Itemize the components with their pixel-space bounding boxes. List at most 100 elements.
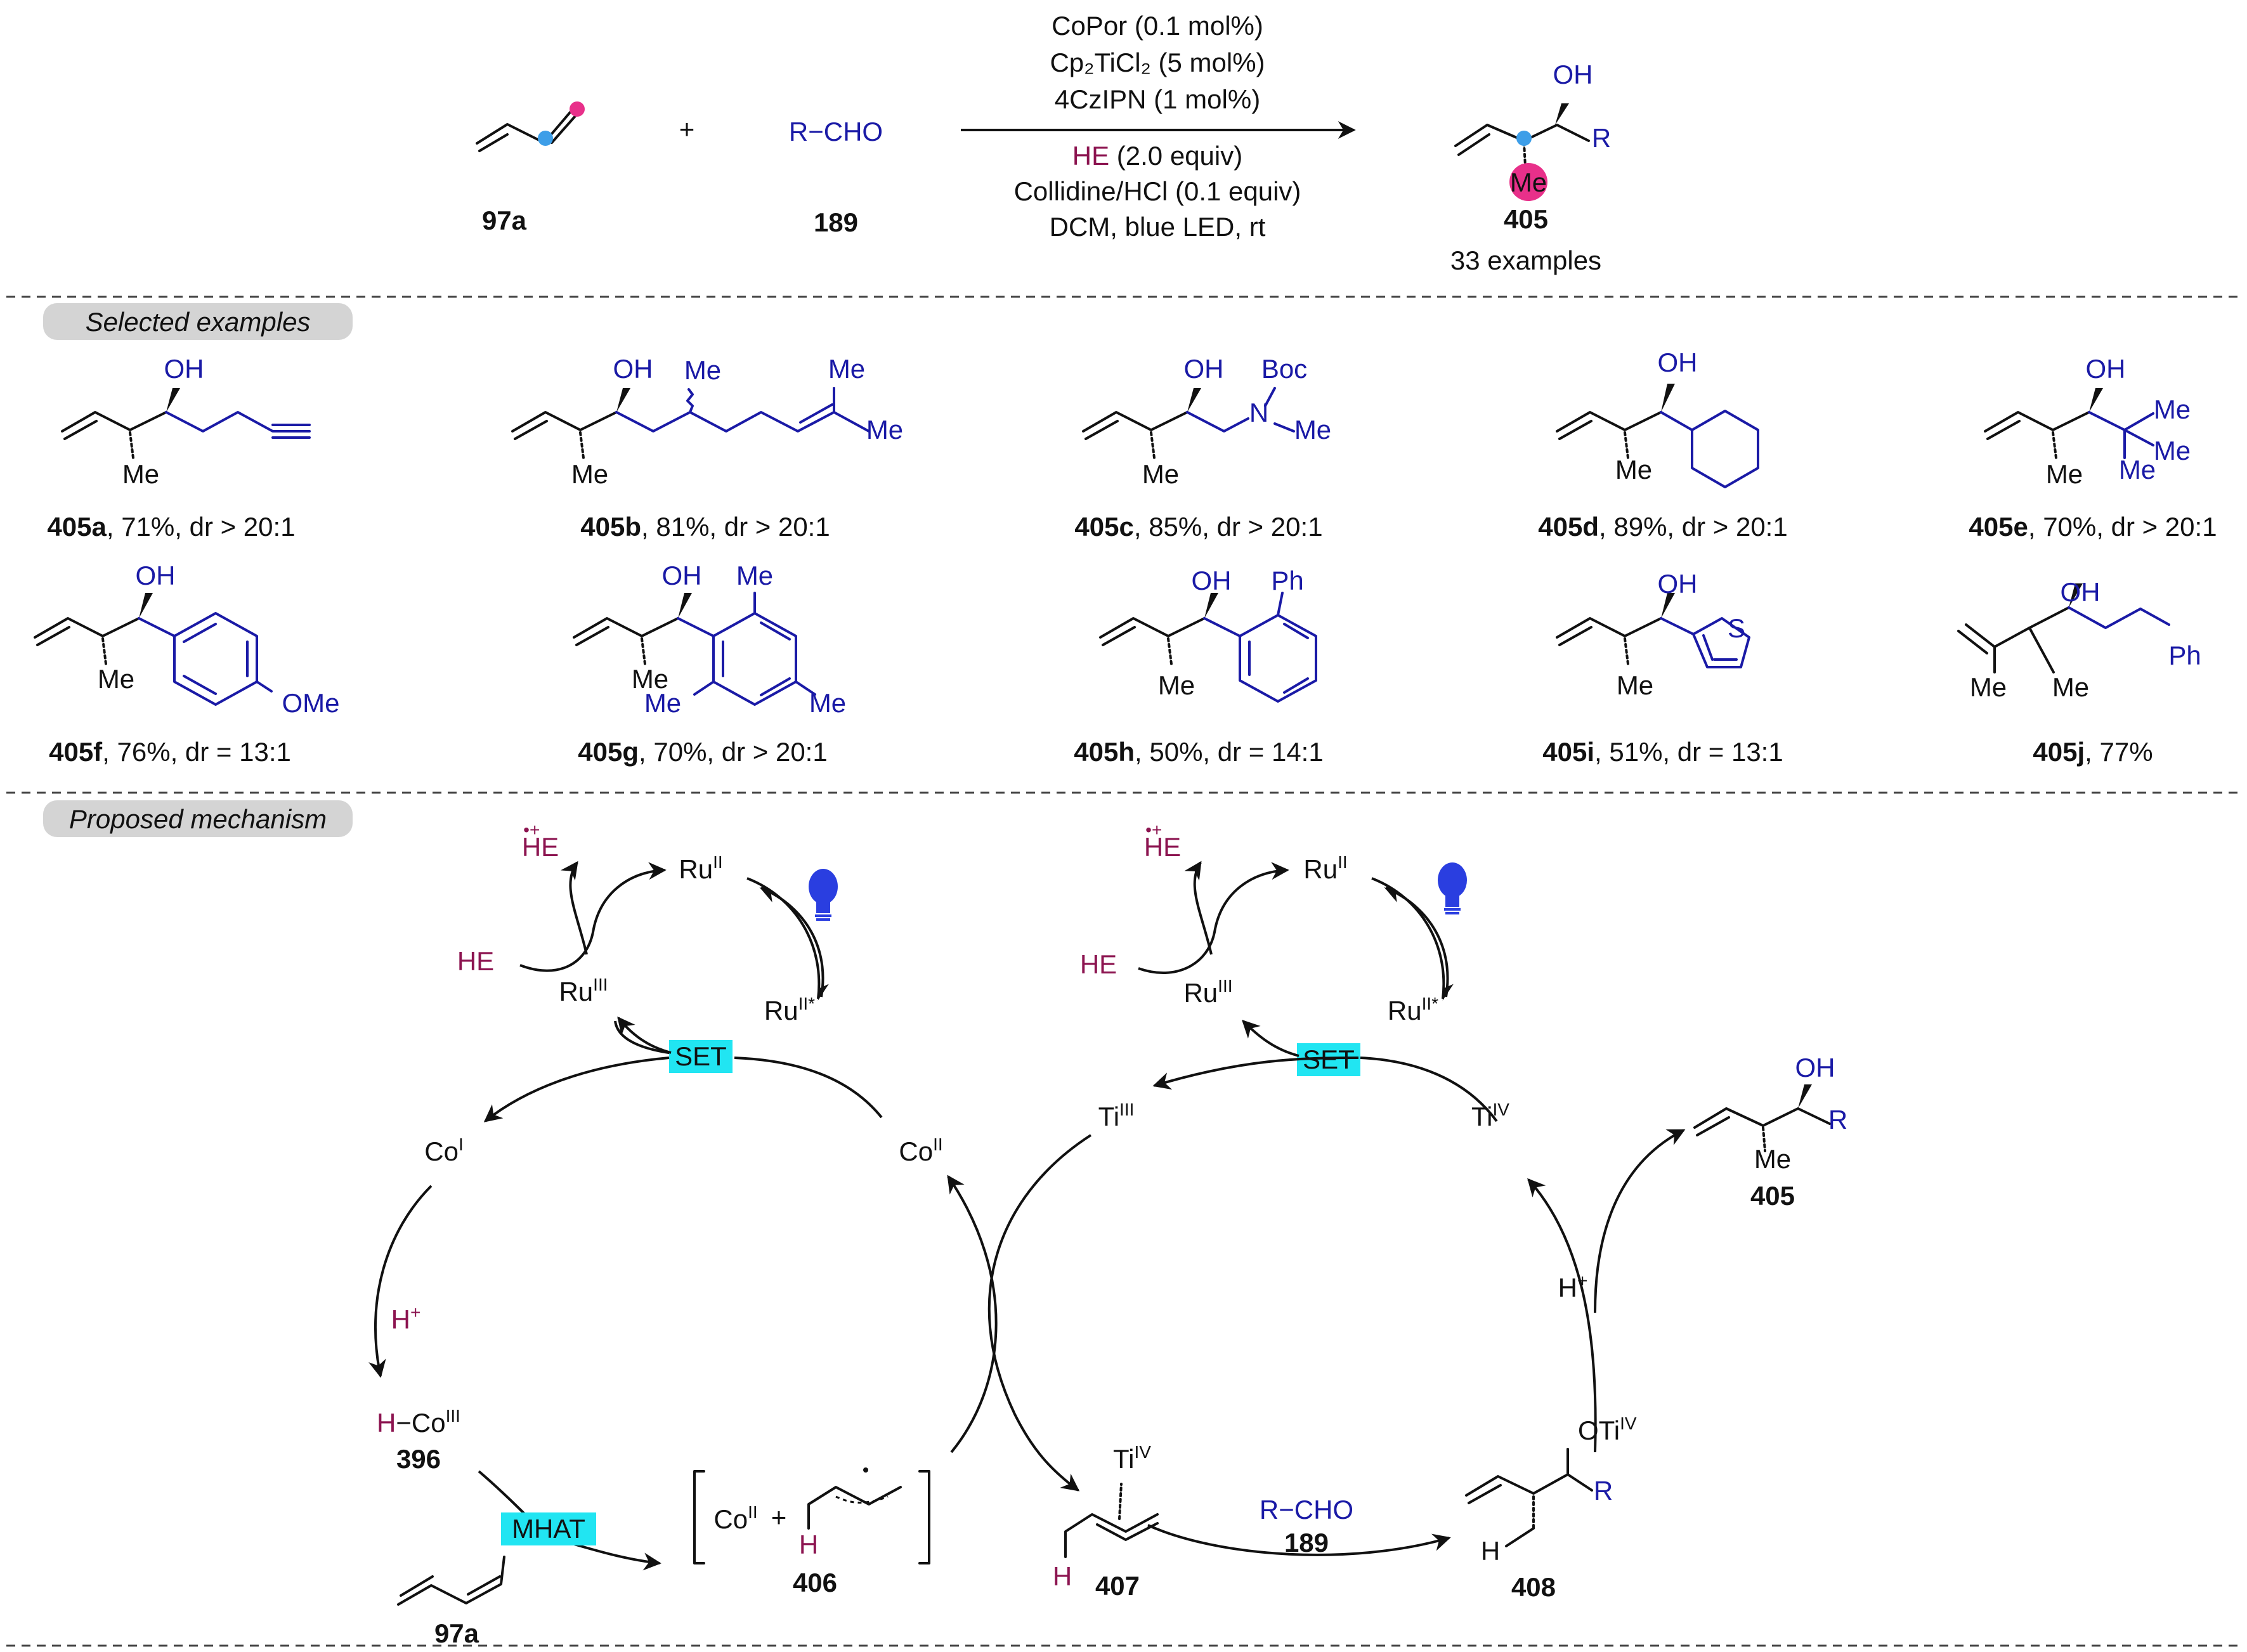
product-r: R — [1592, 123, 1611, 153]
atom-me: Me — [684, 355, 721, 385]
atom-me: Me — [2154, 436, 2191, 465]
atom-me: Me — [2052, 672, 2089, 702]
main-reaction: 97a + R−CHO 189 CoPor (0.1 mol%) Cp₂TiCl… — [476, 11, 1611, 275]
atom-me: Me — [98, 664, 134, 694]
atom-oh: OH — [1184, 354, 1224, 384]
condition-4: HE (2.0 equiv) — [1072, 141, 1242, 171]
mechanism-product-label: 405 — [1750, 1181, 1795, 1211]
atom-me: Me — [736, 561, 773, 590]
atom-ome: OMe — [282, 688, 339, 718]
h-plus-label: H+ — [1558, 1271, 1588, 1303]
allyl-ti-label: 407 — [1095, 1571, 1140, 1601]
proposed-mechanism-tag — [43, 800, 353, 837]
diene-label: 97a — [434, 1618, 479, 1648]
reactant1-label: 97a — [482, 205, 527, 235]
condition-2: Cp₂TiCl₂ (5 mol%) — [1050, 48, 1265, 77]
reactant2-label: 189 — [814, 207, 858, 237]
atom-me: Me — [571, 459, 608, 489]
atom-oh: OH — [662, 561, 702, 590]
blue-carbon-marker — [538, 131, 553, 146]
product-405-structure — [1454, 103, 1590, 201]
blue-led-bulb-icon — [809, 869, 838, 921]
example-405e-structure — [1984, 388, 2154, 459]
condition-6: DCM, blue LED, rt — [1050, 212, 1266, 242]
diene-97a-structure — [397, 1556, 505, 1606]
bracket-label: 406 — [793, 1568, 837, 1597]
alkoxide-label: 408 — [1511, 1572, 1556, 1602]
co2-label: CoII — [899, 1135, 942, 1166]
allene-97a-structure — [476, 101, 585, 152]
allyl-radical-structure — [807, 1467, 902, 1530]
atom-me: Me — [2046, 459, 2083, 489]
example-405b-caption: 405b, 81%, dr > 20:1 — [580, 512, 830, 542]
condition-1: CoPor (0.1 mol%) — [1052, 11, 1263, 41]
mechanism-product-oh: OH — [1795, 1053, 1835, 1083]
he-donor: HE — [457, 946, 494, 976]
alkoxide-h: H — [1481, 1536, 1500, 1566]
ru3-label: RuIII — [1183, 976, 1232, 1008]
mhat-label: MHAT — [512, 1514, 585, 1544]
atom-oh: OH — [613, 354, 653, 384]
selected-examples-label: Selected examples — [86, 307, 311, 337]
atom-n: N — [1249, 398, 1268, 427]
allyl-titanium-407-structure — [1064, 1483, 1159, 1558]
aldehyde-label: 189 — [1284, 1528, 1329, 1558]
atom-oh: OH — [2061, 577, 2100, 607]
ru2-excited-label: RuII* — [764, 994, 815, 1025]
h-plus-label: H+ — [391, 1303, 421, 1334]
example-405f-structure — [34, 593, 273, 706]
proposed-mechanism-label: Proposed mechanism — [69, 804, 327, 834]
ti3-label: TiIII — [1098, 1100, 1135, 1131]
atom-me: Me — [1158, 670, 1195, 700]
blue-carbon-marker — [1516, 131, 1532, 146]
example-405e-caption: 405e, 70%, dr > 20:1 — [1969, 512, 2217, 542]
product-count: 33 examples — [1450, 245, 1601, 275]
mechanism-product-me: Me — [1754, 1144, 1791, 1174]
example-405d-caption: 405d, 89%, dr > 20:1 — [1538, 512, 1787, 542]
example-405b-structure — [511, 387, 870, 459]
example-405j-caption: 405j, 77% — [2033, 737, 2153, 767]
bracket-plus: + — [771, 1502, 787, 1532]
atom-oh: OH — [164, 354, 204, 384]
ru2-excited-label: RuII* — [1388, 994, 1438, 1025]
atom-ph: Ph — [1271, 566, 1303, 595]
mhat-box — [501, 1512, 596, 1545]
product-oh: OH — [1553, 60, 1593, 89]
atom-oh: OH — [1192, 566, 1232, 595]
example-405f-caption: 405f, 76%, dr = 13:1 — [49, 737, 291, 767]
example-405h-structure — [1099, 592, 1317, 703]
alkoxide-408-structure — [1465, 1448, 1593, 1547]
h-co3-label: H−CoIII — [377, 1406, 460, 1438]
atom-me: Me — [828, 354, 865, 384]
h-co3-compound-label: 396 — [396, 1444, 441, 1474]
product-label: 405 — [1504, 204, 1548, 234]
he-radical-cation: HE•+ — [1144, 820, 1181, 862]
atom-me: Me — [809, 688, 846, 718]
pink-methyl-marker — [1509, 163, 1547, 201]
condition-5: Collidine/HCl (0.1 equiv) — [1014, 176, 1301, 206]
atom-me: Me — [2154, 394, 2191, 424]
bracket-h: H — [799, 1530, 818, 1559]
bracket-co2: CoII — [713, 1502, 757, 1534]
atom-oh: OH — [1658, 348, 1698, 377]
example-405j-structure — [1957, 583, 2170, 673]
atom-me: Me — [866, 415, 903, 445]
atom-me: Me — [1615, 455, 1652, 485]
blue-led-bulb-icon — [1438, 862, 1467, 914]
atom-ph: Ph — [2168, 641, 2201, 670]
cobalt-cycle: CoI CoII H+ H−CoIII 396 MHAT 97a CoII + … — [368, 1057, 998, 1648]
atom-me: Me — [1617, 670, 1653, 700]
aldehyde-formula: R−CHO — [789, 117, 883, 146]
example-405a-caption: 405a, 71%, dr > 20:1 — [47, 512, 295, 542]
alkoxide-r: R — [1594, 1476, 1613, 1506]
example-405d-structure — [1556, 384, 1759, 488]
condition-3: 4CzIPN (1 mol%) — [1055, 84, 1260, 114]
atom-me: Me — [632, 664, 668, 694]
alkoxide-oti: OTiIV — [1578, 1414, 1637, 1445]
example-405h-caption: 405h, 50%, dr = 14:1 — [1074, 737, 1323, 767]
pink-carbon-marker — [570, 101, 585, 117]
atom-oh: OH — [1658, 569, 1698, 599]
he-donor: HE — [1080, 949, 1117, 979]
ru2-label: RuII — [679, 852, 722, 884]
